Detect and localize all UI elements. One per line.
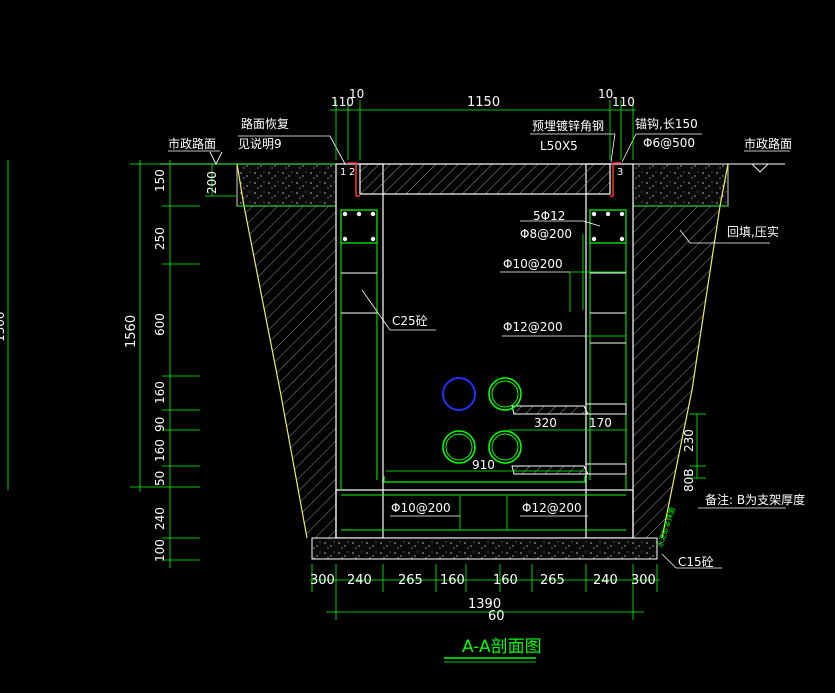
excavation-line-left	[236, 163, 308, 539]
label-dim-910: 910	[472, 458, 495, 472]
label-road-restore: 路面恢复	[241, 116, 289, 131]
left-dim-total: 1560	[124, 315, 139, 348]
ground-marker-right	[751, 163, 769, 173]
top-dimension-chain	[330, 100, 636, 160]
cable-bracket-upper	[511, 403, 627, 415]
label-note: 备注: B为支架厚度	[705, 492, 805, 507]
label-backfill: 回填,压实	[727, 224, 779, 239]
label-bar-10-top: Φ10@200	[503, 257, 563, 271]
cable-pipe-1	[488, 377, 522, 411]
rebar-base-inner	[383, 476, 586, 483]
cable-pipe-2	[442, 430, 476, 464]
annotation-text: 市政路面 市政路面 路面恢复 见说明9 预埋镀锌角钢 L50X5 锚钩,长150…	[168, 116, 805, 569]
left-dim-cover: 200	[205, 171, 219, 194]
bottom-dim-1: 300	[310, 573, 335, 588]
left-dim-4: 160	[153, 381, 167, 404]
leader-lines	[168, 133, 790, 569]
ground-marker-left	[209, 151, 223, 166]
label-anchor-spec: Φ6@500	[643, 136, 695, 150]
left-dim-3: 600	[153, 313, 167, 336]
road-surface-left	[236, 163, 337, 207]
inner-dim-lines	[386, 234, 706, 530]
left-dim-2: 250	[153, 227, 167, 250]
label-num1: 1	[340, 167, 346, 178]
rebar-cage-left	[340, 209, 378, 244]
label-c15: C15砼	[678, 555, 714, 569]
cable-pipe-blue	[442, 377, 476, 411]
bottom-dim-6: 265	[540, 573, 565, 588]
label-bar-12-bot: Φ12@200	[522, 501, 582, 515]
label-see-note: 见说明9	[238, 136, 282, 151]
label-dim-230: 230	[682, 429, 696, 452]
rebar-cage-right	[589, 209, 627, 244]
cable-pipe-3-inner	[491, 433, 519, 461]
label-dim-170: 170	[589, 416, 612, 430]
bottom-dimension-chain	[310, 564, 660, 620]
bottom-dim-2: 240	[347, 573, 372, 588]
cable-pipe-2-inner	[445, 433, 473, 461]
left-dim-8: 240	[153, 507, 167, 530]
left-dim-6: 160	[153, 439, 167, 462]
trench-wall-left	[335, 163, 384, 539]
label-c25: C25砼	[392, 314, 428, 328]
left-dim-7: 50	[153, 471, 167, 486]
top-dim-4: 10	[598, 87, 613, 101]
top-dim-2: 10	[349, 87, 364, 101]
label-dim-80b: 80B	[682, 468, 696, 492]
backfill-right	[633, 206, 720, 538]
left-dim-text: 150 250 600 160 90 160 50 240 100 1560 2…	[0, 169, 219, 562]
cable-pipe-1-inner	[491, 380, 519, 408]
label-bar-5: 5Φ12	[533, 209, 565, 223]
left-dim-5: 90	[153, 417, 167, 432]
cable-bracket-lower	[511, 463, 627, 475]
label-dim-320: 320	[534, 416, 557, 430]
label-road-left: 市政路面	[168, 136, 216, 151]
bottom-dim-7: 240	[593, 573, 618, 588]
bottom-dim-3: 265	[398, 573, 423, 588]
bottom-dim-overlay: 60	[488, 609, 505, 624]
left-dim-9: 100	[153, 539, 167, 562]
top-dim-1: 110	[331, 95, 354, 109]
label-num3: 3	[617, 167, 623, 178]
left-dim-1: 150	[153, 169, 167, 192]
bottom-dim-total: 1390	[468, 597, 501, 612]
label-bar-12-mid: Φ12@200	[503, 320, 563, 334]
label-angle-size: L50X5	[540, 139, 578, 153]
embed-angle-left	[348, 162, 360, 197]
top-dim-3: 1150	[467, 95, 500, 110]
top-dim-5: 110	[612, 95, 635, 109]
label-bar-8: Φ8@200	[520, 227, 572, 241]
top-dim-text: 110 10 1150 10 110	[331, 87, 635, 110]
c15-cushion	[311, 537, 658, 560]
wall-ties	[341, 272, 626, 344]
excavation-line-right	[661, 163, 729, 539]
left-dim-outer: 1300	[0, 311, 7, 342]
bottom-dim-text: 300 240 265 160 160 265 240 300 1390 60	[310, 573, 656, 624]
label-embed-angle: 预埋镀锌角钢	[532, 119, 604, 133]
label-num2: 2	[349, 167, 355, 178]
bottom-dim-8: 300	[631, 573, 656, 588]
road-surface-right	[632, 163, 729, 207]
bottom-dim-5: 160	[493, 573, 518, 588]
cover-plate	[359, 163, 611, 195]
embed-angle-right	[610, 162, 621, 197]
cable-pipe-3	[488, 430, 522, 464]
trench-base-slab	[335, 489, 634, 539]
label-bar-10-bot: Φ10@200	[391, 501, 451, 515]
rebar-dots	[342, 211, 625, 242]
left-dimension-chain	[7, 160, 336, 568]
label-road-right: 市政路面	[744, 136, 792, 151]
label-anchor: 锚钩,长150	[635, 116, 698, 131]
backfill-left	[244, 206, 336, 538]
drawing-title: A-A剖面图	[462, 637, 542, 657]
bottom-dim-4: 160	[440, 573, 465, 588]
